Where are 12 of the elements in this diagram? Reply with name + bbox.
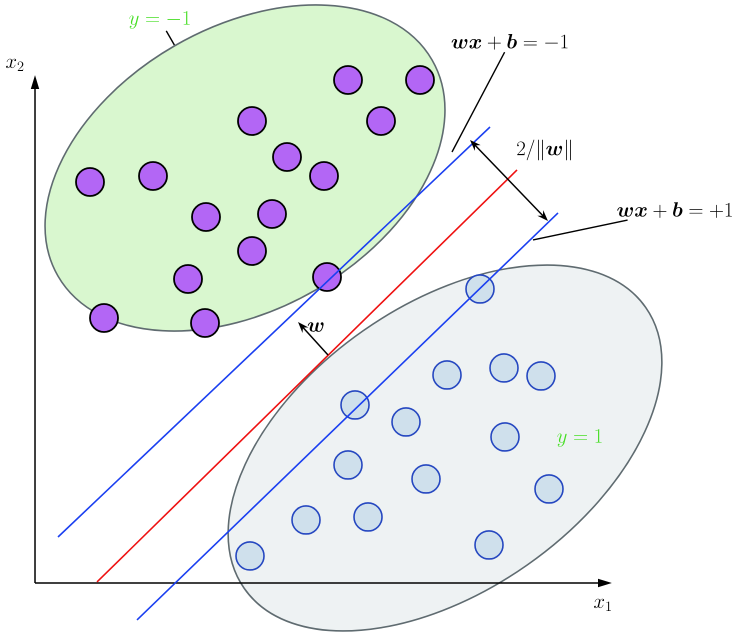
equation-label: $\boldsymbol{w}\boldsymbol{x}+\boldsymbol{b}=-1$ xyxy=(452,34,568,50)
leader-line xyxy=(166,30,175,46)
equation-label: $\boldsymbol{w}\boldsymbol{x}+\boldsymbol{b}=+1$ xyxy=(617,202,732,218)
math-label: $2/\|\boldsymbol{w}\|$ xyxy=(517,140,571,160)
leader-line xyxy=(532,219,628,241)
math-label: $x_1$ xyxy=(594,598,611,611)
leader-line xyxy=(451,52,506,152)
math-label: $x_2$ xyxy=(6,58,24,71)
math-label: $y=1$ xyxy=(557,428,602,447)
cluster-ellipse xyxy=(227,264,663,632)
equation-label: $y=-1$ xyxy=(129,10,190,29)
math-label: $\boldsymbol{w}$ xyxy=(308,322,324,332)
